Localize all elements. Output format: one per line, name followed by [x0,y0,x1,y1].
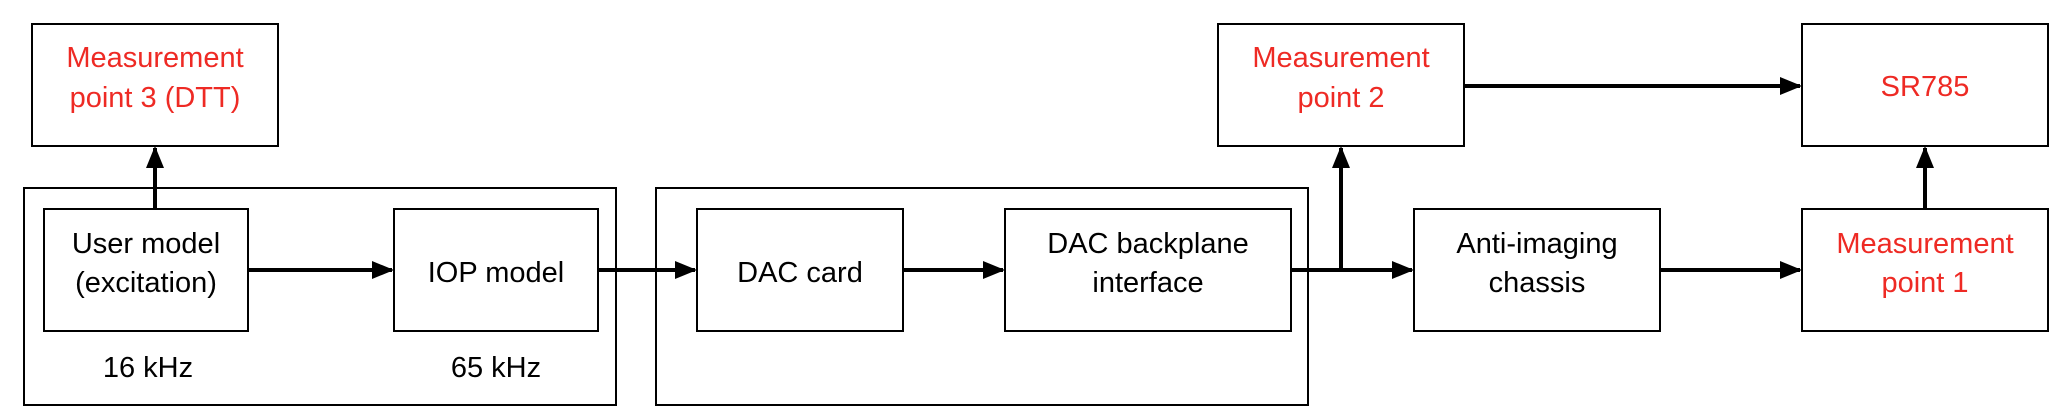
iop-model-rate: 65 kHz [451,352,541,384]
dac-backplane-block: DAC backplane interface [1004,208,1292,332]
iop-model-block: IOP model [393,208,599,332]
sr785-label: SR785 [1881,71,1970,103]
measurement-point-2-line1: Measurement [1252,42,1429,74]
dac-card-block: DAC card [696,208,904,332]
user-model-rate: 16 kHz [103,352,193,384]
anti-imaging-block: Anti-imaging chassis [1413,208,1661,332]
anti-imaging-line2: chassis [1489,267,1586,299]
measurement-point-3-line2: point 3 (DTT) [70,82,241,114]
dac-backplane-line2: interface [1092,267,1203,299]
measurement-point-1-block: Measurement point 1 [1801,208,2049,332]
measurement-point-1-line1: Measurement [1836,228,2013,260]
measurement-point-1-line2: point 1 [1881,267,1968,299]
measurement-point-2-line2: point 2 [1297,82,1384,114]
dac-backplane-line1: DAC backplane [1047,228,1249,260]
user-model-block: User model (excitation) [43,208,249,332]
front-end-model-group [23,187,617,406]
measurement-point-2-block: Measurement point 2 [1217,23,1465,147]
iop-model-label: IOP model [428,257,564,289]
user-model-line1: User model [72,228,220,260]
user-model-line2: (excitation) [75,267,217,299]
dac-hardware-group [655,187,1309,406]
measurement-point-3-line1: Measurement [66,42,243,74]
measurement-point-3-block: Measurement point 3 (DTT) [31,23,279,147]
sr785-block: SR785 [1801,23,2049,147]
dac-card-label: DAC card [737,257,863,289]
anti-imaging-line1: Anti-imaging [1456,228,1617,260]
